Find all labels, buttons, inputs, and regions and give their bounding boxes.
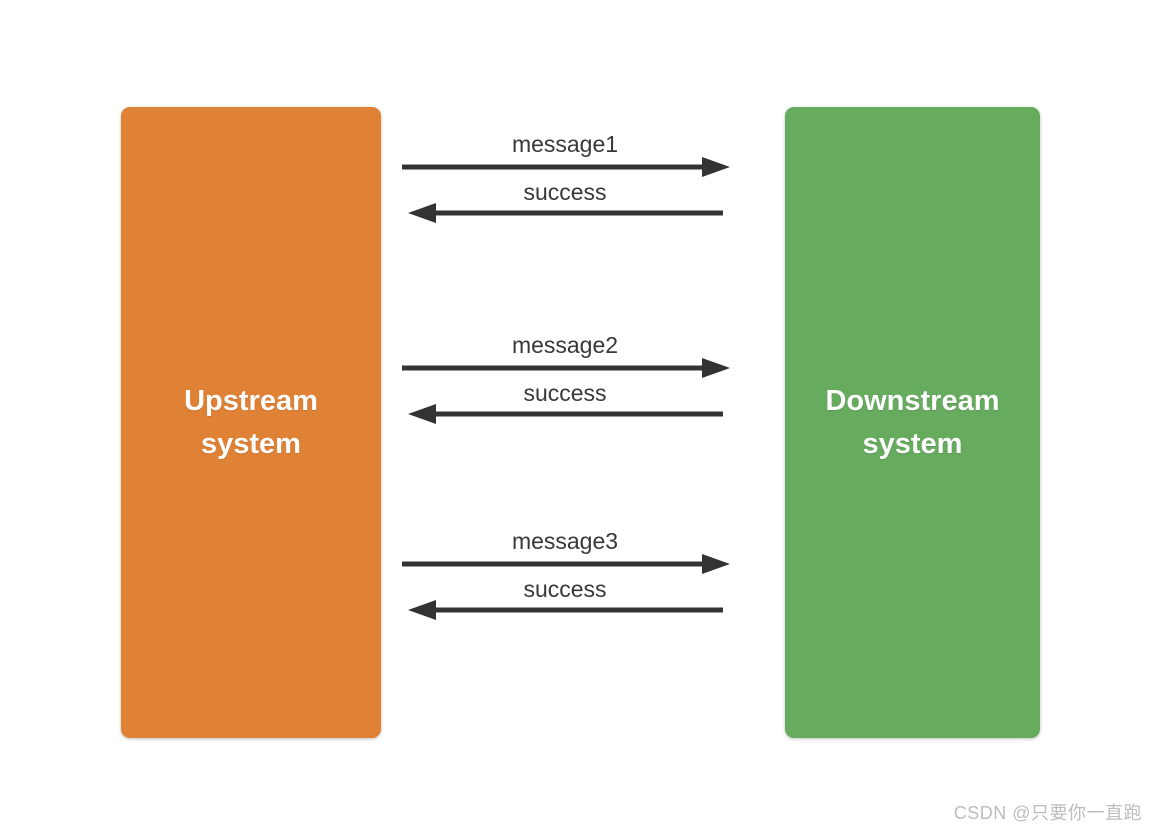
arrow-right-icon: [402, 358, 730, 378]
request-label: message3: [511, 528, 619, 554]
response-label: success: [523, 179, 607, 205]
message-group-2: message2 success: [400, 331, 730, 426]
request-label: message2: [511, 332, 619, 358]
node-downstream-system: Downstream system: [785, 107, 1040, 738]
node-upstream-system: Upstream system: [121, 107, 381, 738]
message-group-3: message3 success: [400, 527, 730, 622]
arrow-left-icon: [408, 404, 723, 424]
arrow-left-icon: [408, 203, 723, 223]
arrow-right-icon: [402, 554, 730, 574]
upstream-system-label: Upstream system: [184, 384, 318, 460]
response-label: success: [523, 576, 607, 602]
watermark: CSDN @只要你一直跑: [953, 803, 1142, 823]
arrow-right-icon: [402, 157, 730, 177]
downstream-system-label: Downstream system: [825, 384, 1000, 460]
request-label: message1: [511, 131, 619, 157]
response-label: success: [523, 380, 607, 406]
message-group-1: message1 success: [400, 130, 730, 225]
arrow-left-icon: [408, 600, 723, 620]
